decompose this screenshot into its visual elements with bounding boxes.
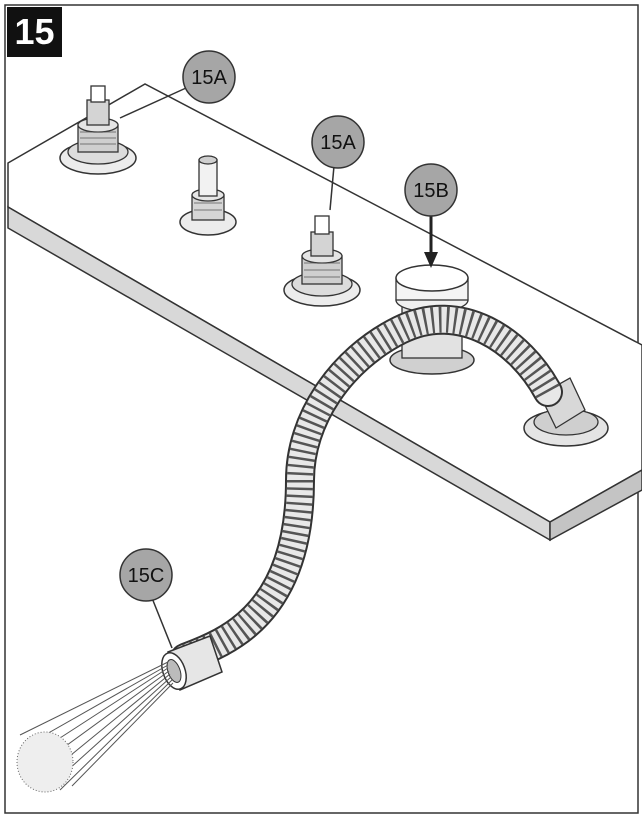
valve-right	[283, 215, 361, 307]
callout-15c: 15C	[119, 548, 173, 602]
water-spray	[16, 661, 174, 793]
callout-label: 15B	[413, 180, 449, 202]
center-shank	[179, 155, 237, 236]
callout-label: 15C	[128, 565, 165, 587]
step-number-badge: 15	[7, 7, 62, 57]
callout-arrow-15b	[424, 210, 438, 268]
hose-holder	[389, 264, 475, 375]
deck-right-edge	[549, 469, 642, 542]
leader-lines	[119, 87, 335, 649]
valve-left	[59, 85, 137, 175]
flexible-hose	[170, 304, 563, 673]
hose-base-fitting	[523, 377, 609, 447]
callout-15a-left: 15A	[182, 50, 236, 104]
hose-end-nozzle	[161, 635, 223, 692]
callout-15b: 15B	[404, 163, 458, 217]
callout-label: 15A	[191, 67, 227, 89]
callout-15a-right: 15A	[311, 115, 365, 169]
callout-label: 15A	[320, 132, 356, 154]
